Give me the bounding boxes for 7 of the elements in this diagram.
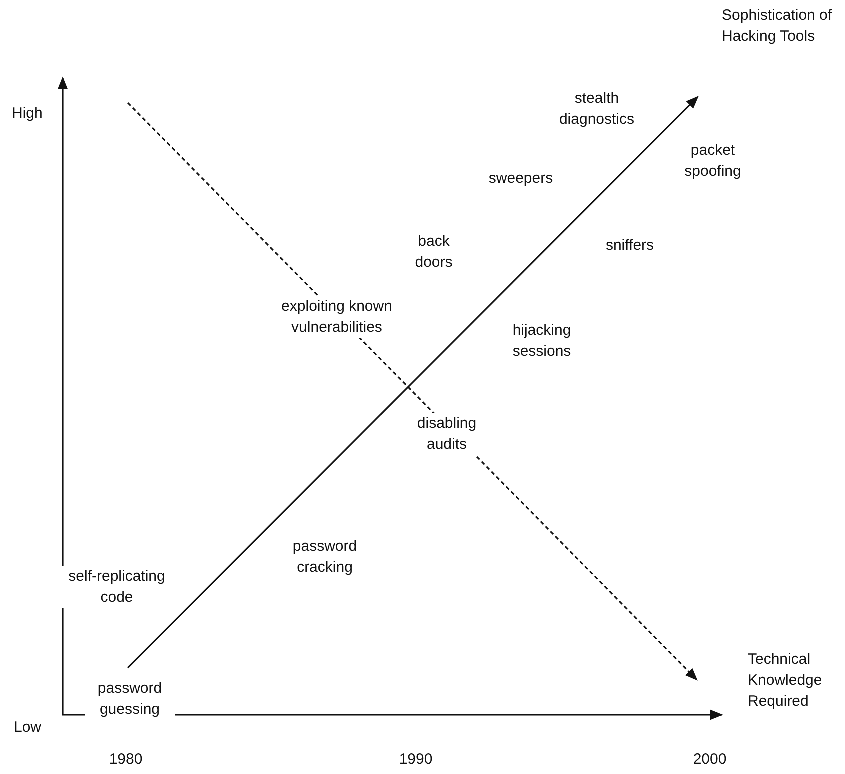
trend-label: Sophistication of Hacking Tools	[722, 6, 834, 47]
tick-label: 2000	[693, 750, 727, 770]
tick-label: 1990	[399, 750, 433, 770]
tick-label: 1980	[109, 750, 143, 770]
axis-label: Low	[14, 718, 42, 738]
axis-label: High	[12, 104, 43, 124]
trend-label: Technical Knowledge Required	[748, 650, 824, 712]
